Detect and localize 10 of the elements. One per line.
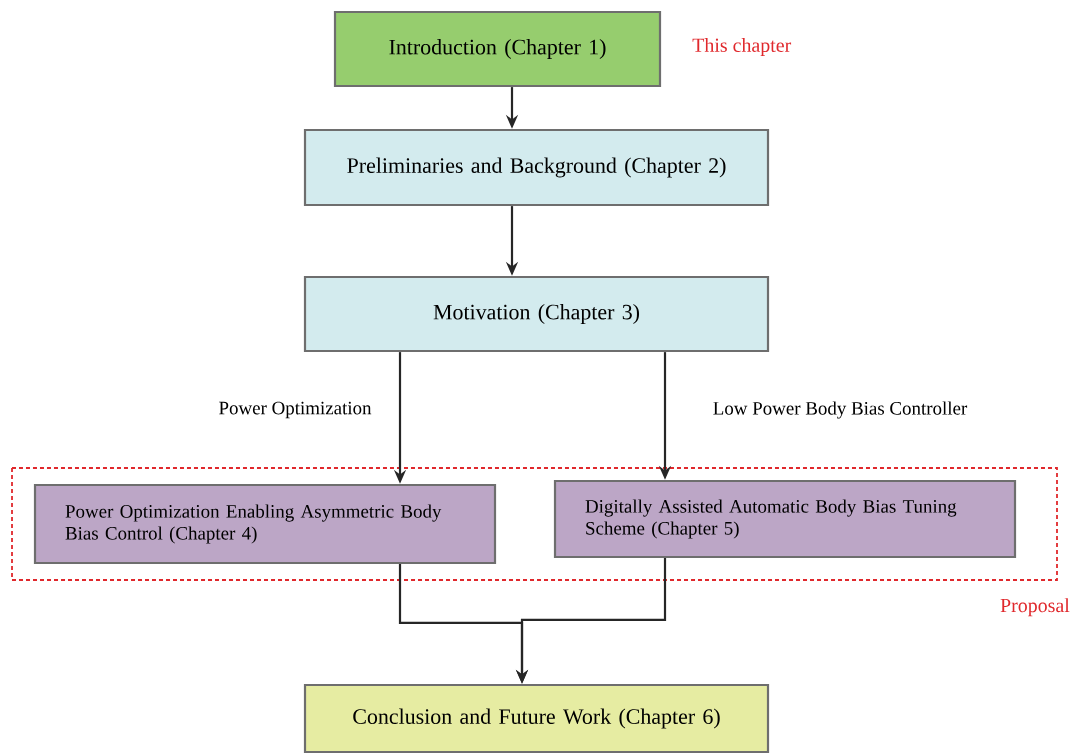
edge-label: Power Optimization — [217, 400, 373, 420]
chapter-box: Conclusion and Future Work (Chapter 6) — [303, 683, 770, 754]
chapter-box: Motivation (Chapter 3) — [303, 275, 770, 353]
node-label: Proposal — [1000, 598, 1070, 617]
chapter-box: Preliminaries and Background (Chapter 2) — [303, 128, 770, 207]
edge-label: Low Power Body Bias Controller — [711, 400, 969, 420]
chapter-box: Power Optimization Enabling Asymmetric Body Bias Control (Chapter 4) — [33, 483, 497, 565]
chapter-box: Introduction (Chapter 1) — [333, 10, 662, 88]
side-note: This chapter — [692, 37, 792, 56]
chapter-box: Digitally Assisted Automatic Body Bias Tuning Scheme (Chapter 5) — [553, 479, 1017, 559]
